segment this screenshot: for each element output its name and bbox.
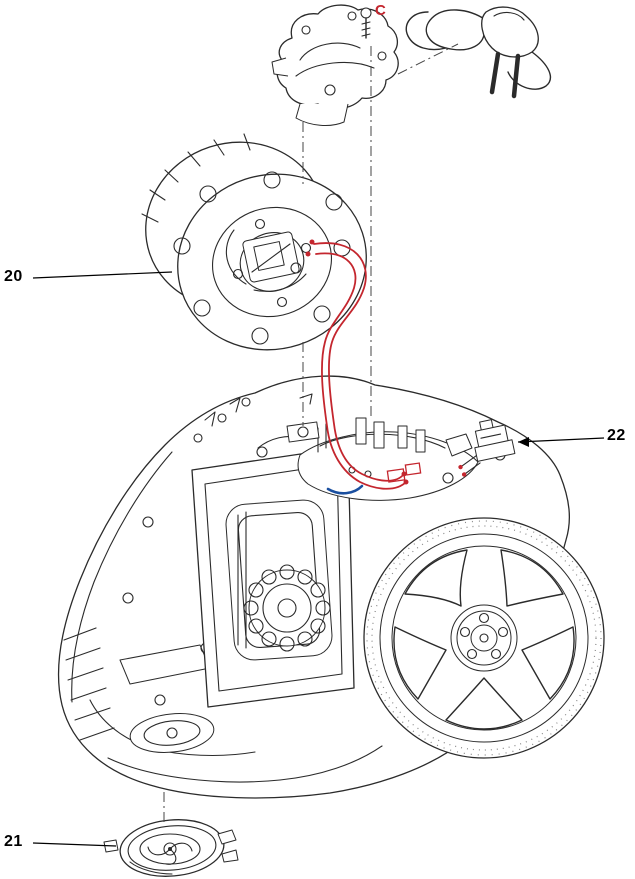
- part-label-22: 22: [607, 427, 626, 444]
- vent-slots: [63, 627, 115, 741]
- screw-c: [360, 7, 372, 39]
- cable-reel-drawing: [141, 133, 367, 351]
- assembly-centerlines: [163, 43, 459, 822]
- power-switch: [458, 419, 516, 477]
- rear-wheel: [363, 517, 605, 759]
- part-label-c: C: [375, 2, 387, 19]
- callout-leaders: [32, 271, 605, 847]
- power-cord-drawing: [405, 6, 551, 99]
- cord-cover-drawing: [271, 4, 399, 126]
- part-label-20: 20: [4, 268, 23, 285]
- part-label-21: 21: [4, 833, 23, 850]
- vacuum-body-drawing: [57, 375, 605, 799]
- reel-hub: [225, 229, 315, 292]
- arrowhead-22: [518, 437, 529, 447]
- motor-deck: [256, 417, 506, 501]
- fan-turbine: [243, 564, 331, 652]
- caster-cap-drawing: [103, 819, 239, 877]
- plug-pins: [489, 51, 521, 99]
- caster-socket: [129, 713, 215, 753]
- red-wires: [313, 242, 409, 495]
